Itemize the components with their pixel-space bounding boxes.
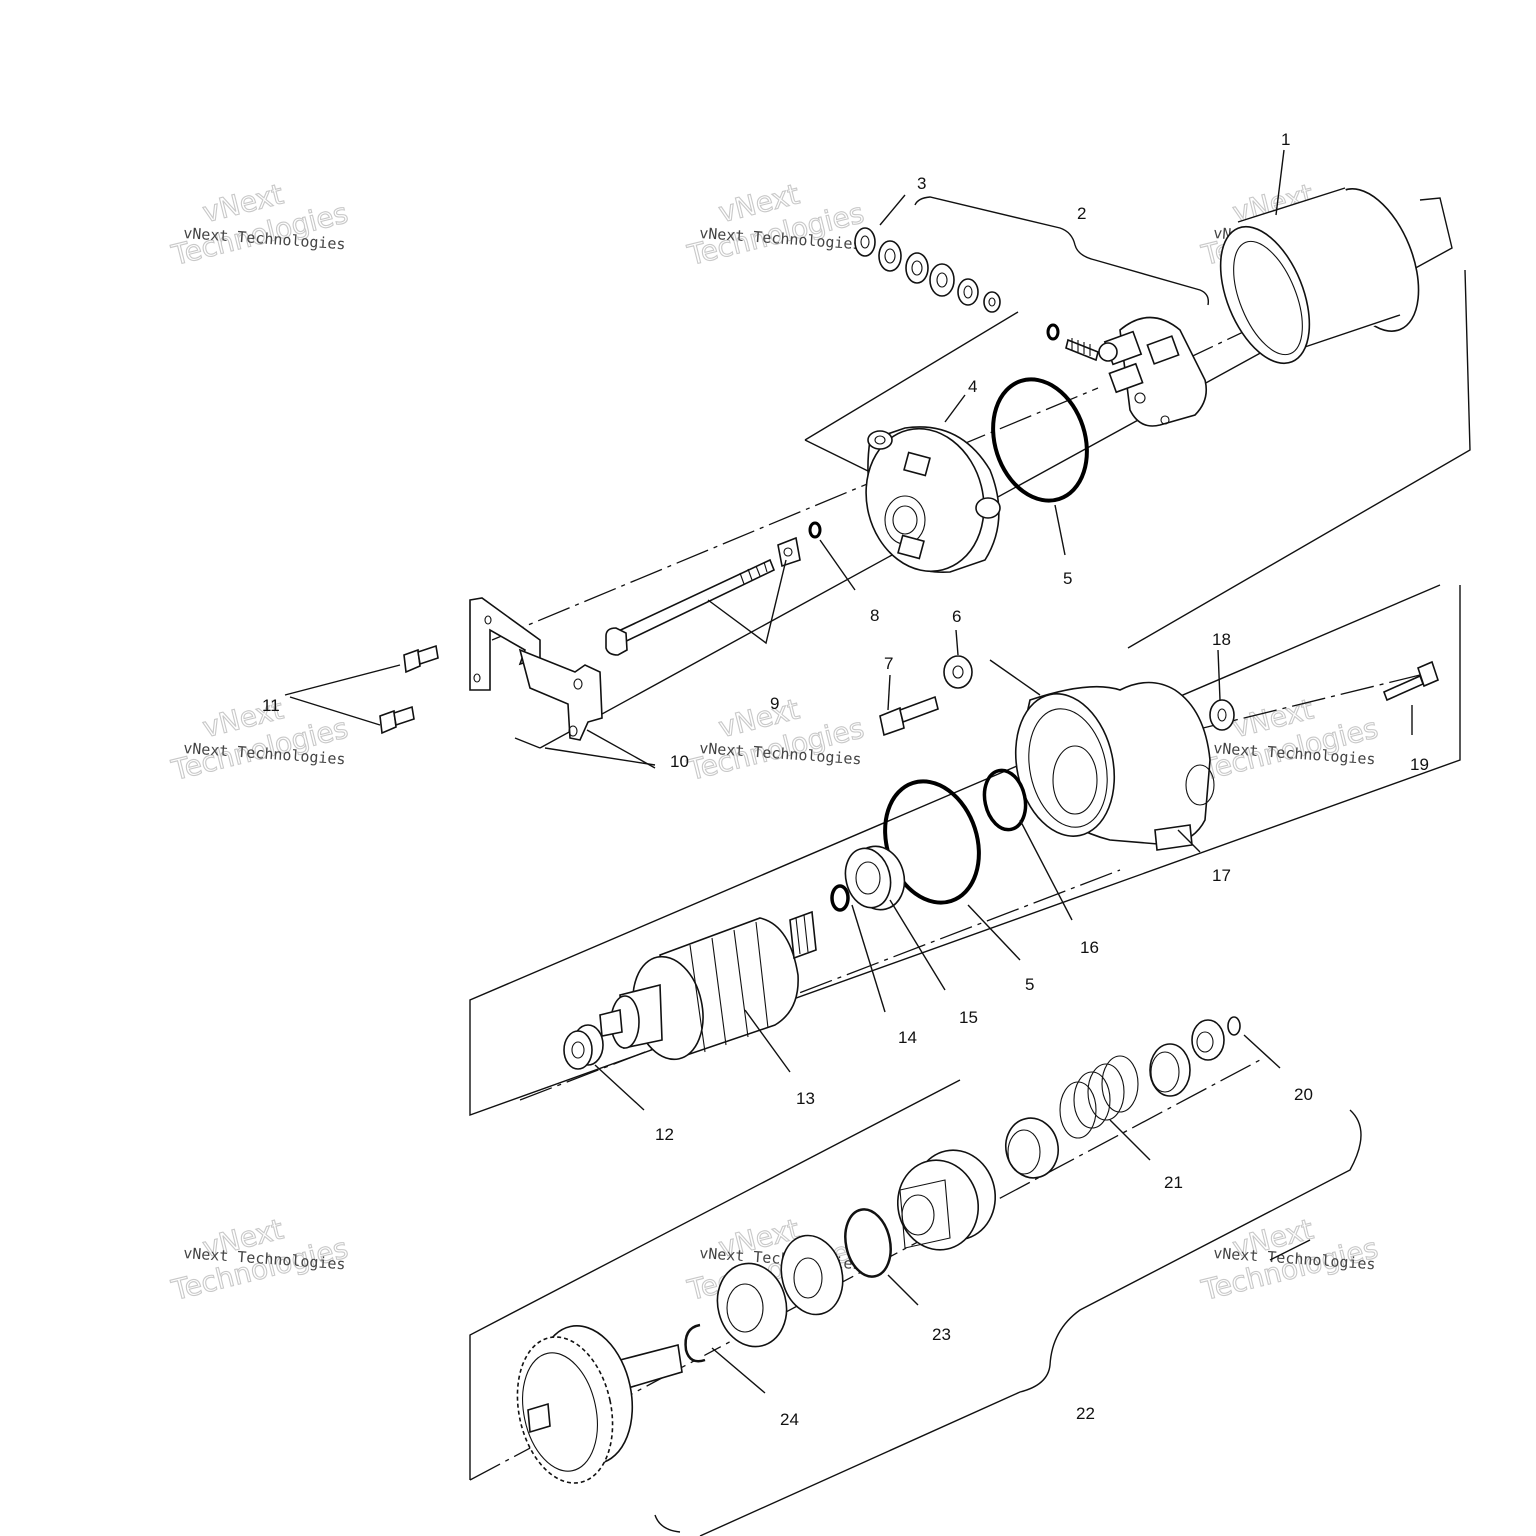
callout-9: 9 bbox=[770, 694, 779, 713]
yoke-housing bbox=[1219, 187, 1420, 365]
callout-13: 13 bbox=[796, 1089, 815, 1108]
callout-16: 16 bbox=[1080, 938, 1099, 957]
retaining-ring bbox=[844, 1208, 892, 1278]
callout-24: 24 bbox=[780, 1410, 799, 1429]
callout-18: 18 bbox=[1212, 630, 1231, 649]
watermark: vNext Technologies bbox=[167, 692, 352, 788]
leader-lines bbox=[284, 149, 1413, 1394]
callout-11: 11 bbox=[262, 696, 280, 715]
o-ring-small bbox=[808, 521, 822, 539]
snap-ring-small bbox=[830, 884, 850, 912]
through-bolt bbox=[605, 536, 801, 656]
watermark: vNext Technologies bbox=[683, 177, 868, 273]
small-fasteners bbox=[879, 655, 1439, 737]
callout-12: 12 bbox=[655, 1125, 674, 1144]
clutch-stack bbox=[1005, 1016, 1241, 1179]
callout-labels: 1 2 3 4 5 5 6 7 8 9 10 11 12 13 14 15 16… bbox=[262, 130, 1429, 1429]
clutch-cam bbox=[716, 1234, 844, 1348]
armature bbox=[599, 910, 817, 1061]
callout-6: 6 bbox=[952, 607, 961, 626]
output-gear-shaft bbox=[516, 1325, 683, 1484]
brush-holder bbox=[1046, 316, 1208, 427]
callout-21: 21 bbox=[1164, 1173, 1183, 1192]
callout-8: 8 bbox=[870, 606, 879, 625]
drive-housing bbox=[1014, 681, 1215, 851]
circlip bbox=[684, 1323, 706, 1363]
callout-19: 19 bbox=[1410, 755, 1429, 774]
parts bbox=[379, 187, 1439, 1484]
assembly-outlines bbox=[469, 196, 1471, 1536]
callout-23: 23 bbox=[932, 1325, 951, 1344]
callout-1: 1 bbox=[1281, 130, 1290, 149]
callout-15: 15 bbox=[959, 1008, 978, 1027]
callout-7: 7 bbox=[884, 654, 893, 673]
callout-2: 2 bbox=[1077, 204, 1086, 223]
end-cover bbox=[865, 426, 1001, 574]
mounting-bracket bbox=[469, 597, 603, 741]
bearing bbox=[844, 845, 906, 911]
bracket-bolts bbox=[379, 644, 439, 735]
callout-4: 4 bbox=[968, 377, 977, 396]
callout-5-lower: 5 bbox=[1025, 975, 1034, 994]
pinion-clutch bbox=[896, 1149, 997, 1251]
watermark: vNext Technologies bbox=[167, 177, 352, 273]
bushing bbox=[563, 1024, 604, 1070]
callout-17: 17 bbox=[1212, 866, 1231, 885]
callout-10: 10 bbox=[670, 752, 689, 771]
o-ring-large-upper bbox=[991, 377, 1089, 503]
callout-3: 3 bbox=[917, 174, 926, 193]
washer-stack bbox=[854, 227, 1001, 313]
callout-5-upper: 5 bbox=[1063, 569, 1072, 588]
watermark: vNext Technologies bbox=[1197, 692, 1382, 788]
callout-20: 20 bbox=[1294, 1085, 1313, 1104]
callout-22: 22 bbox=[1076, 1404, 1095, 1423]
callout-14: 14 bbox=[898, 1028, 917, 1047]
o-ring-medium bbox=[982, 768, 1028, 832]
